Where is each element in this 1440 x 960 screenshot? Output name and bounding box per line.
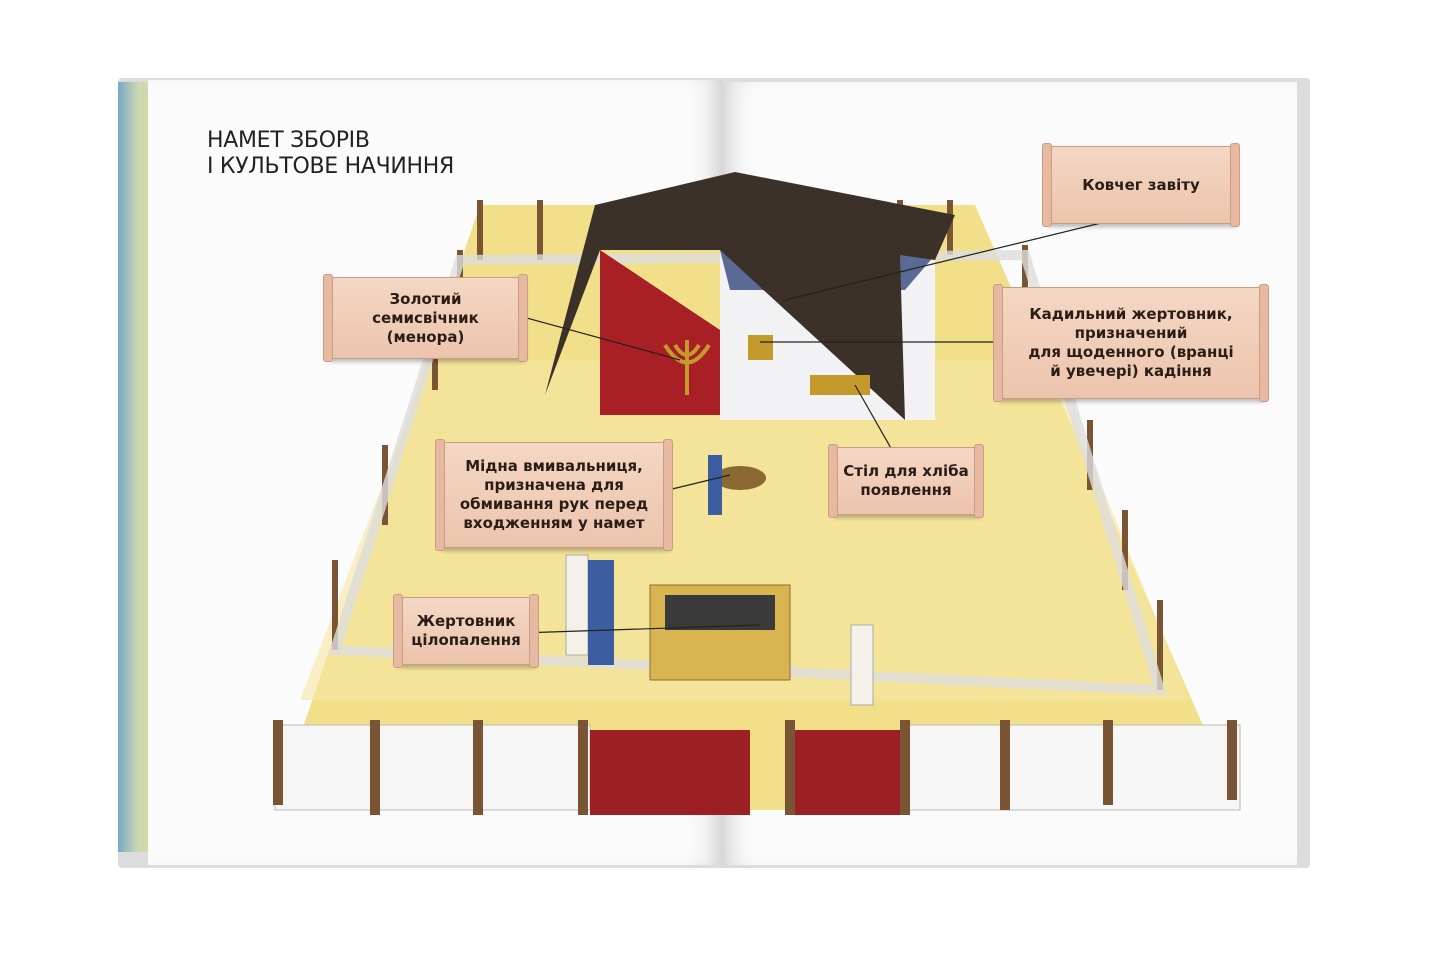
label-text: й увечері) кадіння xyxy=(1050,362,1212,380)
title-line-2: І КУЛЬТОВЕ НАЧИННЯ xyxy=(207,154,454,179)
label-text: Золотий xyxy=(389,289,462,308)
front-fence xyxy=(273,720,1241,815)
label-burnt-offering-altar: Жертовник цілопалення xyxy=(393,594,539,668)
label-ark-of-covenant: Ковчег завіту xyxy=(1042,143,1240,227)
label-text: (менора) xyxy=(386,327,465,346)
label-text: цілопалення xyxy=(411,631,521,649)
label-text: входженням у намет xyxy=(463,514,645,532)
priests xyxy=(565,455,874,706)
label-text: Жертовник xyxy=(416,612,516,630)
label-incense-altar: Кадильний жертовник, призначений для щод… xyxy=(993,284,1269,402)
label-text: Стіл для хліба xyxy=(843,462,969,480)
label-text: для щоденного (вранці xyxy=(1028,343,1234,361)
label-text: Ковчег завіту xyxy=(1082,175,1200,194)
title-line-1: НАМЕТ ЗБОРІВ xyxy=(207,128,370,153)
tent-roof xyxy=(545,172,955,420)
label-menorah: Золотий семисвічник (менора) xyxy=(323,274,528,362)
incense-altar xyxy=(748,335,773,360)
label-text: Кадильний жертовник, xyxy=(1029,305,1233,323)
page-title: НАМЕТ ЗБОРІВ І КУЛЬТОВЕ НАЧИННЯ xyxy=(207,128,454,180)
label-text: Мідна вмивальниця, xyxy=(465,457,643,475)
label-text: появлення xyxy=(860,481,952,499)
bread-table xyxy=(810,375,870,395)
label-text: призначена для xyxy=(484,476,624,494)
label-text: обмивання рук перед xyxy=(459,495,649,513)
menorah xyxy=(663,340,711,395)
laver xyxy=(714,466,766,490)
label-bread-table: Стіл для хліба появлення xyxy=(828,444,984,518)
label-laver: Мідна вмивальниця, призначена для обмива… xyxy=(435,439,673,551)
tent xyxy=(545,172,955,420)
label-text: семисвічник xyxy=(372,308,479,327)
label-text: призначений xyxy=(1074,324,1188,342)
